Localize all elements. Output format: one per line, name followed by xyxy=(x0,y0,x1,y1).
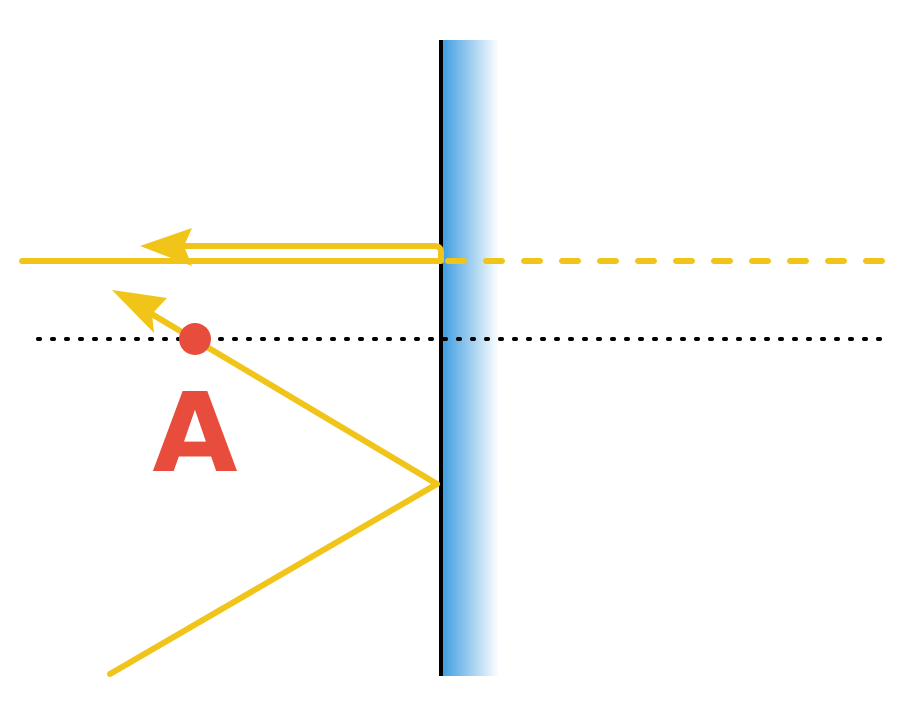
mirror-glass xyxy=(441,40,499,676)
point-a-label: A xyxy=(152,369,237,497)
horizontal-reflected-ray xyxy=(180,243,444,261)
point-a-marker xyxy=(179,323,211,355)
oblique-incident-ray xyxy=(107,481,440,677)
horizontal-reflected-arrowhead xyxy=(140,228,192,266)
oblique-reflected-arrowhead xyxy=(112,290,167,333)
